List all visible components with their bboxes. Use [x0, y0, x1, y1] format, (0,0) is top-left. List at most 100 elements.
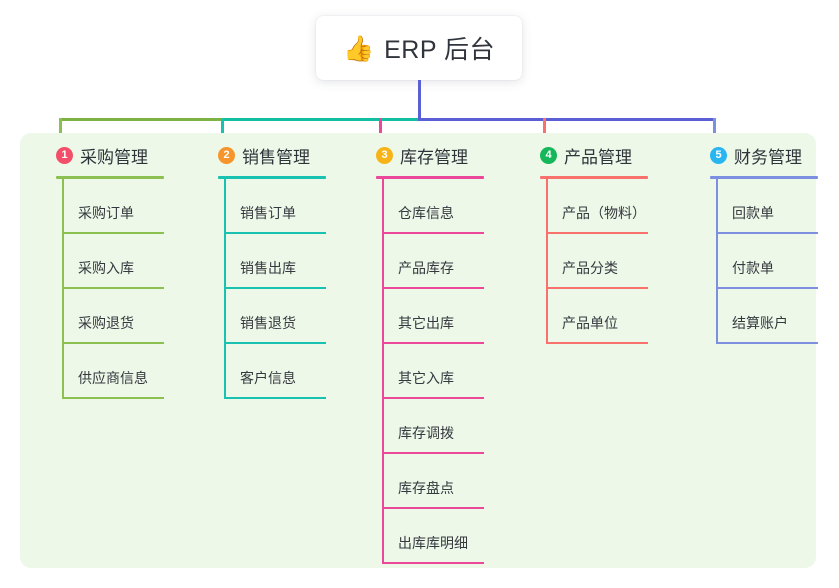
module-column-1: 1 采购管理采购订单采购入库采购退货供应商信息: [38, 133, 188, 399]
module-item[interactable]: 客户信息: [224, 344, 326, 399]
column-drop-line-3: [379, 118, 382, 143]
module-item-underline: [62, 342, 164, 344]
module-item-underline: [716, 287, 818, 289]
module-header-2[interactable]: 2 销售管理: [200, 133, 350, 177]
module-header-underline: [540, 176, 648, 179]
module-title: 产品管理: [564, 147, 632, 167]
module-item[interactable]: 采购入库: [62, 234, 164, 289]
module-number-badge: 4: [540, 146, 557, 164]
module-item-underline: [224, 342, 326, 344]
root-node-title: ERP 后台: [384, 36, 496, 64]
module-header-underline: [56, 176, 164, 179]
module-item-label: 结算账户: [732, 315, 788, 331]
module-item-label: 产品单位: [562, 315, 618, 331]
modules-panel: 1 采购管理采购订单采购入库采购退货供应商信息 2 销售管理销售订单销售出库销售退货客…: [20, 133, 818, 568]
module-item-label: 其它出库: [398, 315, 454, 331]
module-item-underline: [382, 507, 484, 509]
module-item-label: 供应商信息: [78, 370, 148, 386]
module-items: 回款单付款单结算账户: [716, 179, 818, 344]
module-item-label: 库存调拨: [398, 425, 454, 441]
module-item-label: 库存盘点: [398, 480, 454, 496]
module-item[interactable]: 产品库存: [382, 234, 484, 289]
module-items: 仓库信息产品库存其它出库其它入库库存调拨库存盘点出库库明细: [382, 179, 484, 564]
module-column-3: 3 库存管理仓库信息产品库存其它出库其它入库库存调拨库存盘点出库库明细: [358, 133, 508, 564]
module-header-4[interactable]: 4 产品管理: [522, 133, 672, 177]
module-number-badge: 1: [56, 146, 73, 164]
module-item[interactable]: 产品分类: [546, 234, 648, 289]
module-title: 库存管理: [400, 147, 468, 167]
module-item-underline: [224, 397, 326, 399]
module-item[interactable]: 采购订单: [62, 179, 164, 234]
module-title: 财务管理: [734, 147, 802, 167]
module-title: 销售管理: [242, 147, 310, 167]
module-item[interactable]: 出库库明细: [382, 509, 484, 564]
module-item-label: 产品分类: [562, 260, 618, 276]
module-item-label: 销售出库: [240, 260, 296, 276]
module-item-underline: [716, 342, 818, 344]
module-items: 销售订单销售出库销售退货客户信息: [224, 179, 326, 399]
bus-segment-green: [59, 118, 300, 121]
module-title: 采购管理: [80, 147, 148, 167]
module-spine: [546, 179, 548, 344]
module-item-label: 产品（物料）: [562, 205, 646, 221]
module-item-label: 客户信息: [240, 370, 296, 386]
module-item-underline: [224, 287, 326, 289]
module-header-3[interactable]: 3 库存管理: [358, 133, 508, 177]
module-item[interactable]: 产品单位: [546, 289, 648, 344]
module-items: 采购订单采购入库采购退货供应商信息: [62, 179, 164, 399]
module-header-1[interactable]: 1 采购管理: [38, 133, 188, 177]
module-item-label: 出库库明细: [398, 535, 468, 551]
bus-segment-teal: [221, 118, 421, 121]
module-item-label: 回款单: [732, 205, 774, 221]
module-item[interactable]: 其它出库: [382, 289, 484, 344]
module-spine: [382, 179, 384, 564]
module-spine: [224, 179, 226, 399]
module-item-underline: [62, 287, 164, 289]
module-number-badge: 2: [218, 146, 235, 164]
thumbs-up-icon: 👍: [342, 33, 375, 63]
module-item-underline: [382, 232, 484, 234]
module-item-underline: [382, 342, 484, 344]
module-item-label: 采购入库: [78, 260, 134, 276]
root-node-card[interactable]: 👍 ERP 后台: [316, 16, 522, 80]
module-item-underline: [382, 287, 484, 289]
module-item-underline: [62, 232, 164, 234]
module-item-underline: [546, 342, 648, 344]
module-item[interactable]: 采购退货: [62, 289, 164, 344]
module-item[interactable]: 供应商信息: [62, 344, 164, 399]
module-item[interactable]: 其它入库: [382, 344, 484, 399]
module-item-label: 采购退货: [78, 315, 134, 331]
module-spine: [62, 179, 64, 399]
root-stem-line: [418, 80, 421, 121]
module-item-label: 采购订单: [78, 205, 134, 221]
module-column-2: 2 销售管理销售订单销售出库销售退货客户信息: [200, 133, 350, 399]
module-item-underline: [62, 397, 164, 399]
module-item[interactable]: 产品（物料）: [546, 179, 648, 234]
module-header-underline: [376, 176, 484, 179]
module-item[interactable]: 销售订单: [224, 179, 326, 234]
module-item[interactable]: 库存盘点: [382, 454, 484, 509]
module-item[interactable]: 仓库信息: [382, 179, 484, 234]
module-item-label: 销售订单: [240, 205, 296, 221]
column-drop-line-5: [713, 118, 716, 143]
module-spine: [716, 179, 718, 344]
module-item-label: 销售退货: [240, 315, 296, 331]
module-item-label: 仓库信息: [398, 205, 454, 221]
module-item[interactable]: 销售出库: [224, 234, 326, 289]
module-column-4: 4 产品管理产品（物料） 产品分类产品单位: [522, 133, 672, 344]
module-number-badge: 3: [376, 146, 393, 164]
module-items: 产品（物料） 产品分类产品单位: [546, 179, 648, 344]
column-drop-line-4: [543, 118, 546, 143]
module-item-underline: [546, 287, 648, 289]
module-item-underline: [716, 232, 818, 234]
module-item[interactable]: 结算账户: [716, 289, 818, 344]
module-item-label: 付款单: [732, 260, 774, 276]
module-item[interactable]: 库存调拨: [382, 399, 484, 454]
bus-segment-purple: [418, 118, 716, 121]
module-item[interactable]: 付款单: [716, 234, 818, 289]
module-item-underline: [382, 397, 484, 399]
module-item[interactable]: 回款单: [716, 179, 818, 234]
module-item[interactable]: 销售退货: [224, 289, 326, 344]
